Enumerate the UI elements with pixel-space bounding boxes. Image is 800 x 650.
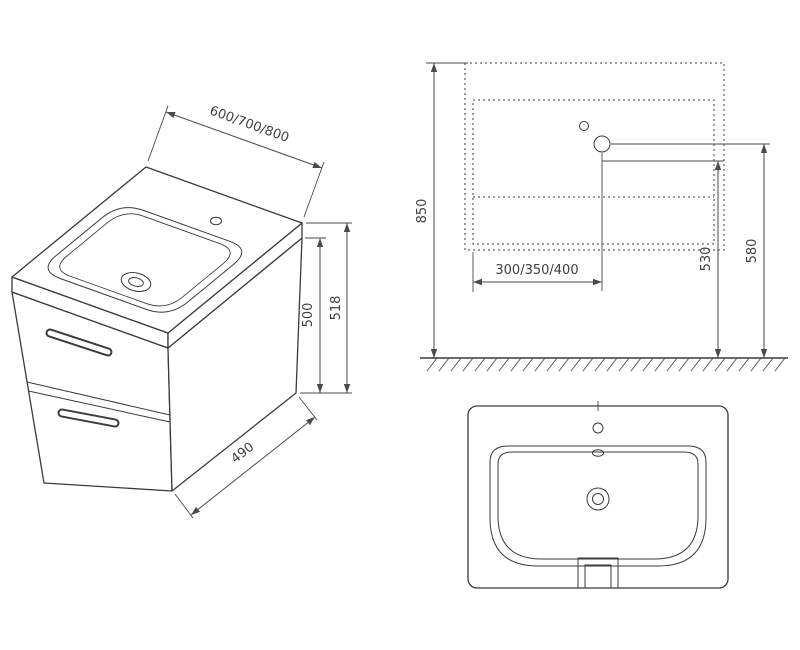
drawer-divider-top — [26, 381, 171, 416]
plan-view — [467, 401, 729, 589]
siphon-cutout-outer — [577, 557, 619, 589]
isometric-view: 600/700/800 518 500 490 — [11, 104, 352, 519]
basin-bowl-outer — [489, 445, 707, 567]
depth-extension-back — [298, 396, 318, 421]
outlet-height-dim-label: 530 — [699, 247, 714, 272]
drawer-handle-1-face — [47, 330, 111, 355]
drain-inner — [128, 277, 144, 287]
depth-extension-front — [174, 493, 194, 519]
drawer-handle-2-face — [59, 410, 118, 426]
faucet-height-dim-label: 580 — [745, 239, 760, 264]
cabinet-height-dim-label: 500 — [301, 303, 316, 328]
basin-outline — [47, 207, 243, 313]
overflow-hole — [579, 121, 589, 131]
faucet-hole — [210, 216, 222, 226]
elevation-view: 850 530 580 300/350/400 — [415, 62, 788, 372]
overflow-hole-plan — [592, 449, 604, 457]
width-dim-label: 600/700/800 — [208, 104, 291, 146]
drain-outer-plan — [586, 487, 610, 511]
drain-outer — [120, 272, 152, 292]
cabinet-hidden-outline — [464, 62, 725, 251]
countertop-top-face — [11, 166, 303, 334]
mount-height-dim-label: 850 — [415, 199, 430, 224]
faucet-hole-plan — [592, 422, 604, 434]
drain-inner-plan — [592, 493, 604, 505]
depth-dim-line — [190, 416, 316, 516]
faucet-mount-hole — [593, 135, 611, 153]
width-extension-right — [303, 161, 325, 218]
width-extension-left — [147, 105, 169, 162]
floor-hatching — [426, 357, 786, 372]
width-dim-line — [165, 111, 323, 169]
total-height-dim-label: 518 — [329, 296, 344, 321]
drawer-divider-bottom — [28, 390, 171, 423]
basin-bowl-inner — [497, 451, 699, 560]
offset-dim-label: 300/350/400 — [495, 263, 578, 278]
drawer-hidden-outline — [472, 99, 715, 245]
siphon-cutout-inner — [584, 564, 612, 589]
